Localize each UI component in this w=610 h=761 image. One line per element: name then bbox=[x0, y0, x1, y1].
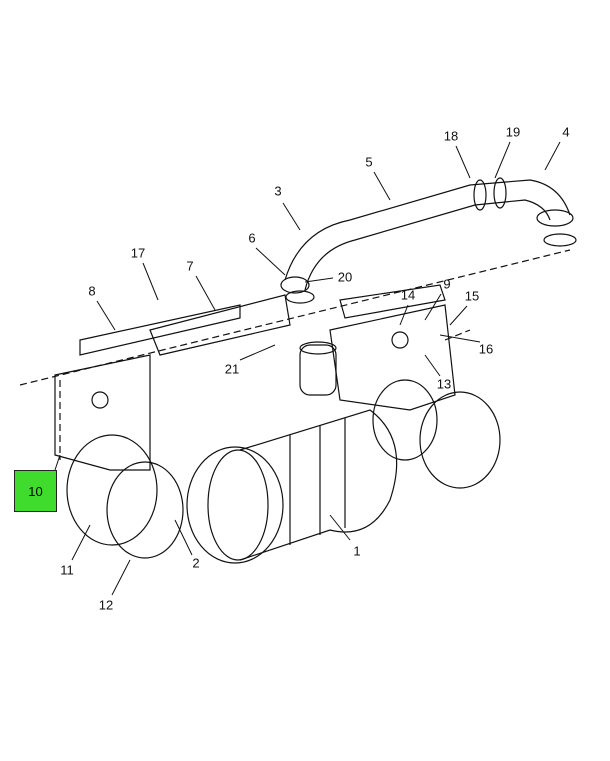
callout-5[interactable]: 5 bbox=[365, 154, 373, 170]
callout-8[interactable]: 8 bbox=[88, 283, 96, 299]
callout-12[interactable]: 12 bbox=[98, 597, 114, 613]
callout-1[interactable]: 1 bbox=[353, 543, 361, 559]
callout-16[interactable]: 16 bbox=[478, 341, 494, 357]
callout-10-label: 10 bbox=[28, 483, 43, 499]
callout-6[interactable]: 6 bbox=[248, 230, 256, 246]
callout-18[interactable]: 18 bbox=[443, 128, 459, 144]
callout-20[interactable]: 20 bbox=[337, 269, 353, 285]
callout-19[interactable]: 19 bbox=[505, 124, 521, 140]
assembly-lines bbox=[19, 249, 571, 460]
callout-11[interactable]: 11 bbox=[60, 562, 74, 578]
callout-15[interactable]: 15 bbox=[464, 288, 480, 304]
callout-10-highlight[interactable]: 10 bbox=[14, 470, 57, 512]
mounting-bracket bbox=[54, 284, 456, 471]
intake-pipe bbox=[280, 177, 577, 304]
callout-4[interactable]: 4 bbox=[562, 124, 570, 140]
callout-3[interactable]: 3 bbox=[274, 183, 282, 199]
callout-14[interactable]: 14 bbox=[400, 287, 416, 303]
leader-lines bbox=[54, 141, 561, 596]
mounting-rings bbox=[66, 379, 501, 564]
callout-13[interactable]: 13 bbox=[436, 376, 452, 392]
callout-2[interactable]: 2 bbox=[192, 555, 200, 571]
callout-7[interactable]: 7 bbox=[186, 258, 194, 274]
callout-9[interactable]: 9 bbox=[443, 276, 451, 292]
callout-17[interactable]: 17 bbox=[130, 245, 146, 261]
callout-21[interactable]: 21 bbox=[224, 361, 240, 377]
muffler-canister bbox=[207, 341, 398, 561]
